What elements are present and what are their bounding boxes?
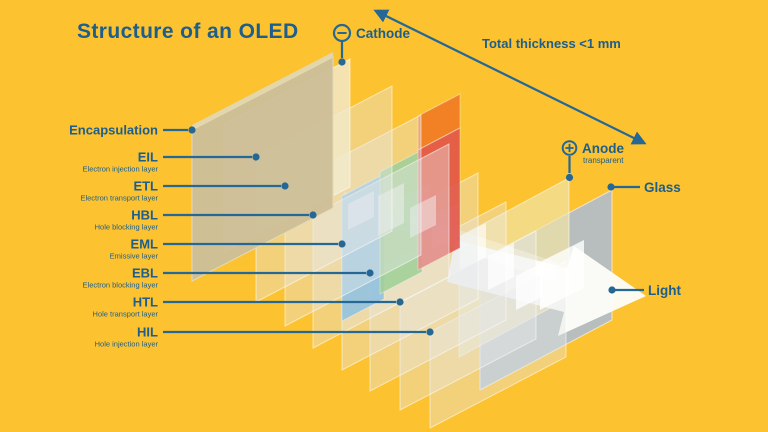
anode-dot <box>565 173 574 182</box>
plus-circle-icon <box>561 140 578 156</box>
annotations: Structure of an OLED Total thickness <1 … <box>77 9 681 298</box>
total-thickness-label: Total thickness <1 mm <box>482 36 621 51</box>
light-chip <box>540 240 584 310</box>
layer-sublabel-hil: Hole injection layer <box>95 340 159 349</box>
layer-label-eml: EML <box>131 237 159 252</box>
layer-sublabel-etl: Electron transport layer <box>80 194 158 203</box>
layer-label-htl: HTL <box>133 295 158 310</box>
total-thickness-arrow <box>373 9 647 145</box>
light-annotation: Light <box>608 283 681 298</box>
callout-dot-encapsulation <box>188 126 196 134</box>
page-title: Structure of an OLED <box>77 20 299 43</box>
callout-dot-hbl <box>309 211 317 219</box>
callout-encapsulation: Encapsulation <box>69 123 196 138</box>
glass-dot <box>607 183 615 191</box>
light-chip <box>348 191 374 230</box>
callout-dot-eil <box>252 153 260 161</box>
light-chip <box>378 183 404 236</box>
anode-label: Anode <box>582 141 624 156</box>
layer-label-hbl: HBL <box>131 208 158 223</box>
light-label: Light <box>648 283 681 298</box>
cathode-annotation: Cathode <box>332 23 410 66</box>
callout-dot-ebl <box>366 269 374 277</box>
encapsulation-bevel <box>192 52 333 130</box>
layer-label-hil: HIL <box>137 325 158 340</box>
glass-annotation: Glass <box>607 180 681 195</box>
light-chip <box>516 263 542 310</box>
layer-label-encapsulation: Encapsulation <box>69 123 158 138</box>
callout-dot-eml <box>338 240 346 248</box>
minus-circle-icon <box>332 23 352 43</box>
layer-sublabel-hbl: Hole blocking layer <box>95 223 159 232</box>
light-chip <box>460 223 486 270</box>
layer-sublabel-eml: Emissive layer <box>110 252 159 261</box>
light-dot <box>608 286 616 294</box>
encapsulation-panel <box>191 56 334 282</box>
light-chip <box>410 195 436 238</box>
layer-sublabel-eil: Electron injection layer <box>83 165 159 174</box>
layer-label-etl: ETL <box>133 179 158 194</box>
layer-label-ebl: EBL <box>132 266 158 281</box>
layer-sublabel-htl: Hole transport layer <box>93 310 159 319</box>
light-chip <box>488 243 514 290</box>
anode-sublabel: transparent <box>583 156 624 165</box>
hbl-panel <box>312 143 450 349</box>
glass-label: Glass <box>644 180 681 195</box>
cathode-label: Cathode <box>356 26 410 41</box>
callout-dot-htl <box>396 298 404 306</box>
anode-annotation: Anode transparent <box>561 140 624 182</box>
layer-sublabel-ebl: Electron blocking layer <box>83 281 159 290</box>
emissive-blue-strip <box>341 173 385 322</box>
callout-dot-etl <box>281 182 289 190</box>
layer-label-eil: EIL <box>138 150 158 165</box>
callout-dot-hil <box>426 328 434 336</box>
cathode-dot <box>338 58 346 66</box>
